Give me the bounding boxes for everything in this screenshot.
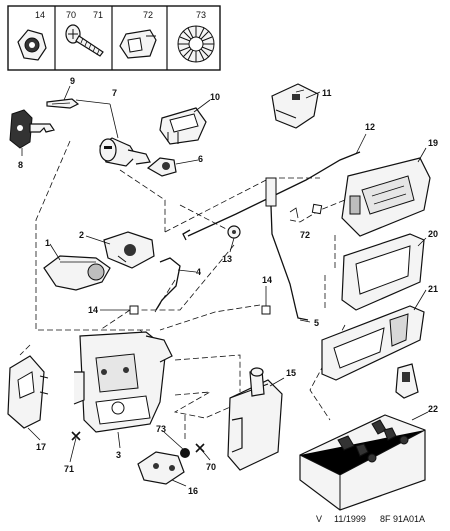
callout-5: 5 <box>314 318 319 328</box>
callout-6: 6 <box>198 154 203 164</box>
outer-door-handle-19 <box>341 157 431 237</box>
key-8 <box>9 109 55 149</box>
callout-22: 22 <box>428 404 438 414</box>
screw-mark-71 <box>71 431 81 441</box>
callout-11: 11 <box>322 88 332 98</box>
callout-17: 17 <box>36 442 46 452</box>
callout-12: 12 <box>365 122 375 132</box>
bracket-10 <box>159 107 207 145</box>
callout-14-right: 14 <box>262 275 272 285</box>
rod-4 <box>155 257 181 311</box>
callout-7: 7 <box>112 88 117 98</box>
lock-button-cap <box>395 363 419 399</box>
callout-1: 1 <box>45 238 50 248</box>
plastic-clip-icon <box>17 29 47 61</box>
callout-16: 16 <box>188 486 198 496</box>
callout-71-header: 71 <box>93 10 103 20</box>
washer-73 <box>180 448 190 458</box>
footer-version: V <box>316 514 322 524</box>
clip-14-b <box>261 305 271 315</box>
callout-20: 20 <box>428 229 438 239</box>
callout-70: 70 <box>206 462 216 472</box>
callout-14-header: 14 <box>35 10 45 20</box>
callout-21: 21 <box>428 284 438 294</box>
long-rod-5 <box>265 177 309 321</box>
callout-19: 19 <box>428 138 438 148</box>
lock-bracket-17 <box>7 355 49 429</box>
key-blank-9 <box>46 98 80 109</box>
clip-14-a <box>129 305 139 315</box>
screw-icon <box>65 24 104 57</box>
lock-body-3 <box>73 331 173 433</box>
door-lock-actuator-15 <box>227 367 283 471</box>
clip-72 <box>311 203 323 215</box>
fixing-kit-22 <box>299 414 426 511</box>
callout-73: 73 <box>156 424 166 434</box>
inner-lever-1 <box>43 255 111 291</box>
assembly-dashed-lines <box>19 140 346 440</box>
footer-reference: 8F 91A01A <box>380 514 425 524</box>
callout-3: 3 <box>116 450 121 460</box>
grommet-13 <box>227 225 241 239</box>
small-parts-box: 14 70 71 72 73 <box>7 5 221 71</box>
callout-9: 9 <box>70 76 75 86</box>
callout-2: 2 <box>79 230 84 240</box>
toothed-washer-icon <box>177 25 215 63</box>
callout-72-header: 72 <box>143 10 153 20</box>
callout-15: 15 <box>286 368 296 378</box>
callout-73-header: 73 <box>196 10 206 20</box>
rod-12 <box>182 151 361 241</box>
bracket-16 <box>137 451 185 485</box>
callout-4: 4 <box>196 267 201 277</box>
cylinder-cam-6 <box>146 157 177 177</box>
leader-lines <box>21 85 429 487</box>
callout-14-left: 14 <box>88 305 98 315</box>
footer: V 11/1999 8F 91A01A <box>316 514 425 524</box>
callout-labels: 1 2 3 4 5 6 7 8 9 10 11 12 13 14 14 15 1… <box>18 76 438 496</box>
callout-10: 10 <box>210 92 220 102</box>
callout-72: 72 <box>300 230 310 240</box>
lever-plate-2 <box>103 231 155 269</box>
callout-8: 8 <box>18 160 23 170</box>
footer-date: 11/1999 <box>334 514 366 524</box>
handle-cover-11 <box>271 83 319 129</box>
spring-clip-icon <box>119 29 157 59</box>
handle-bezel-21 <box>321 305 425 381</box>
handle-frame-20 <box>341 233 425 311</box>
callout-13: 13 <box>222 254 232 264</box>
callout-71: 71 <box>64 464 74 474</box>
lock-cylinder-7 <box>99 137 151 167</box>
callout-70-header: 70 <box>66 10 76 20</box>
